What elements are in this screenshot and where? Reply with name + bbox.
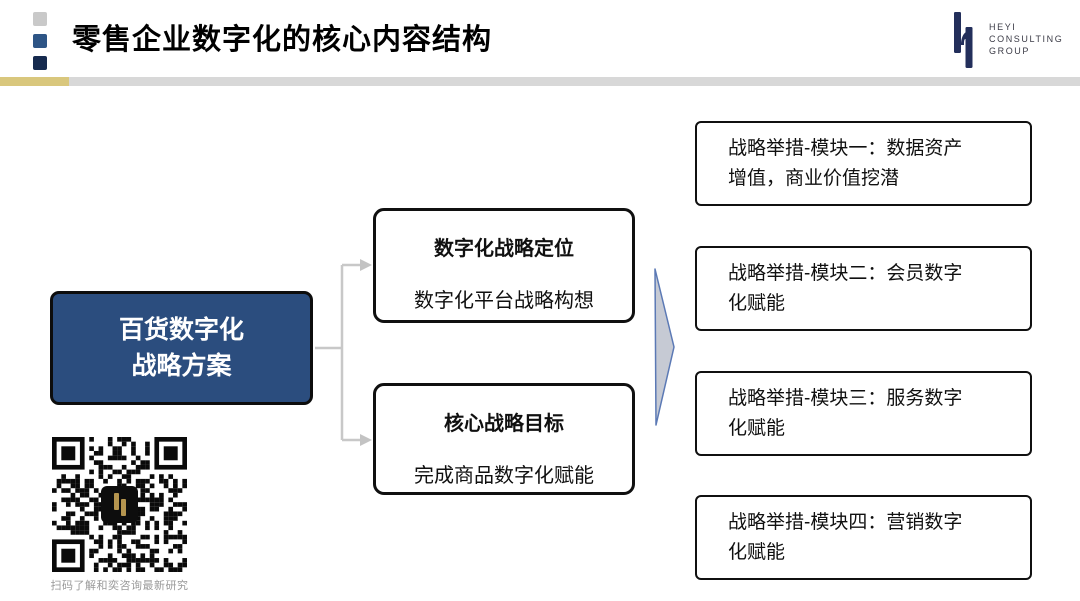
module-box-label: 战略举措-模块一：数据资产增值，商业价值挖潜: [728, 137, 963, 189]
heyi-logo-icon: [954, 12, 973, 68]
header-divider-gold: [0, 77, 69, 86]
module-box-3: 战略举措-模块三：服务数字化赋能: [695, 371, 1032, 456]
logo-line-2: CONSULTING: [989, 34, 1064, 44]
module-box-label: 战略举措-模块四：营销数字化赋能: [728, 511, 963, 563]
root-strategy-box: 百货数字化 战略方案: [50, 291, 313, 405]
header-square-blue: [33, 34, 47, 48]
strategy-box-title: 核心战略目标: [444, 413, 564, 435]
module-box-label: 战略举措-模块二：会员数字化赋能: [728, 262, 963, 314]
arrowhead-top-icon: [360, 259, 372, 271]
qr-code: [52, 437, 187, 572]
strategy-box-positioning: 数字化战略定位 数字化平台战略构想: [373, 208, 635, 323]
module-box-1: 战略举措-模块一：数据资产增值，商业价值挖潜: [695, 121, 1032, 206]
logo-line-3: GROUP: [989, 46, 1031, 56]
logo-line-1: HEYI: [989, 22, 1017, 32]
module-box-4: 战略举措-模块四：营销数字化赋能: [695, 495, 1032, 580]
strategy-box-goal: 核心战略目标 完成商品数字化赋能: [373, 383, 635, 495]
header-square-light: [33, 12, 47, 26]
root-box-line2: 战略方案: [131, 352, 232, 380]
strategy-box-subtitle: 数字化平台战略构想: [414, 290, 594, 312]
flow-arrow-icon: [654, 268, 675, 426]
strategy-box-subtitle: 完成商品数字化赋能: [414, 465, 594, 487]
company-logo-text: HEYI CONSULTING GROUP: [989, 21, 1063, 57]
page-title: 零售企业数字化的核心内容结构: [72, 24, 493, 56]
module-box-2: 战略举措-模块二：会员数字化赋能: [695, 246, 1032, 331]
module-box-label: 战略举措-模块三：服务数字化赋能: [728, 387, 963, 439]
company-logo: HEYI CONSULTING GROUP: [952, 12, 1063, 68]
qr-caption: 扫码了解和奕咨询最新研究: [50, 580, 189, 592]
header-square-navy: [33, 56, 47, 70]
strategy-box-title: 数字化战略定位: [434, 238, 574, 260]
root-box-line1: 百货数字化: [118, 316, 244, 344]
header-divider-gray: [69, 77, 1080, 86]
arrowhead-bottom-icon: [360, 434, 372, 446]
